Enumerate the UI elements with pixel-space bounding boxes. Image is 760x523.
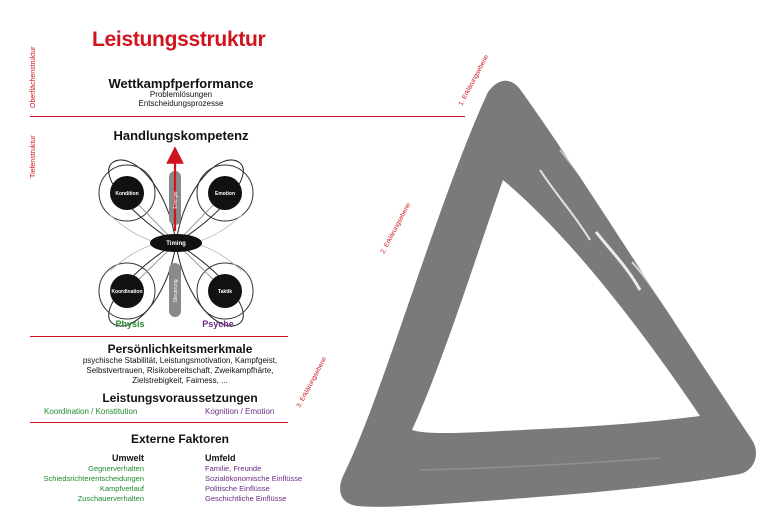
prerequisites-left: Koordination / Konstitution [44, 407, 138, 416]
coordination-node [110, 274, 144, 308]
ring-outline [98, 262, 156, 320]
steering-axis [169, 263, 181, 317]
timing-label: Timing [166, 241, 186, 247]
tactics-label: Taktik [218, 289, 232, 295]
competition-line-1: Problemlösungen [149, 90, 213, 99]
list-item: Geschichtliche Einflüsse [205, 494, 287, 503]
competence-diagram: Kondition Emotion Koordination Taktik Ti… [98, 146, 254, 327]
steering-label: Steuerung [173, 279, 179, 302]
personality-line-1: psychische Stabilität, Leistungsmotivati… [82, 356, 278, 365]
personality-heading: Persönlichkeitsmerkmale [107, 342, 253, 356]
psyche-label: Psyche [202, 319, 234, 329]
page-title: Leistungsstruktur [92, 28, 266, 51]
competence-heading: Handlungskompetenz [113, 128, 249, 143]
brush-streak [631, 261, 677, 323]
list-item: Kampfverlauf [99, 484, 144, 493]
level-3-label: 3. Erklärungsebene [296, 356, 329, 409]
competition-line-2: Entscheidungsprozesse [138, 99, 224, 108]
prerequisites-heading: Leistungsvoraussetzungen [102, 391, 258, 405]
petal-outline [175, 159, 244, 244]
external-heading: Externe Faktoren [130, 432, 230, 446]
list-item: Schiedsrichterentscheidungen [43, 474, 144, 483]
level-2-label: 2. Erklärungsebene [380, 202, 413, 255]
coordination-label: Koordination [111, 289, 142, 295]
list-item: Politische Einflüsse [205, 484, 270, 493]
ring-outline [196, 262, 254, 320]
list-item: Gegnerverhalten [88, 464, 144, 473]
brush-streak [419, 457, 661, 471]
ring-outline [98, 164, 156, 222]
emotion-node [208, 176, 242, 210]
personality-line-3: Zielstrebigkeit, Fairness, ... [132, 376, 228, 385]
physis-label: Physis [115, 319, 145, 329]
energy-label: Energie [173, 191, 179, 208]
prerequisites-right: Kognition / Emotion [205, 407, 275, 416]
umfeld-heading: Umfeld [205, 453, 236, 463]
umfeld-list: Familie, Freunde Sozialökonomische Einfl… [205, 464, 302, 504]
list-item: Familie, Freunde [205, 464, 262, 473]
petal-outline [108, 242, 177, 327]
ring-outline [196, 164, 254, 222]
brush-streak [559, 149, 595, 195]
petal-outline [108, 159, 177, 244]
tactics-node [208, 274, 242, 308]
list-item: Sozialökonomische Einflüsse [205, 474, 303, 483]
brush-streak [539, 169, 591, 241]
petal-outline [175, 242, 244, 327]
condition-node [110, 176, 144, 210]
competition-heading: Wettkampfperformance [108, 76, 254, 91]
timing-node [150, 234, 202, 252]
umwelt-list: Gegnerverhalten Schiedsrichterentscheidu… [0, 464, 144, 504]
separator-line [30, 422, 288, 423]
emotion-label: Emotion [215, 191, 235, 197]
condition-label: Kondition [115, 191, 138, 197]
personality-line-2: Selbstvertrauen, Risikobereitschaft, Zwe… [86, 366, 274, 375]
separator-line [30, 116, 465, 117]
brush-streak [594, 231, 642, 291]
umwelt-heading: Umwelt [111, 453, 144, 463]
separator-line [30, 336, 288, 337]
triangle-stroke [340, 80, 756, 507]
list-item: Zuschauerverhalten [77, 494, 144, 503]
